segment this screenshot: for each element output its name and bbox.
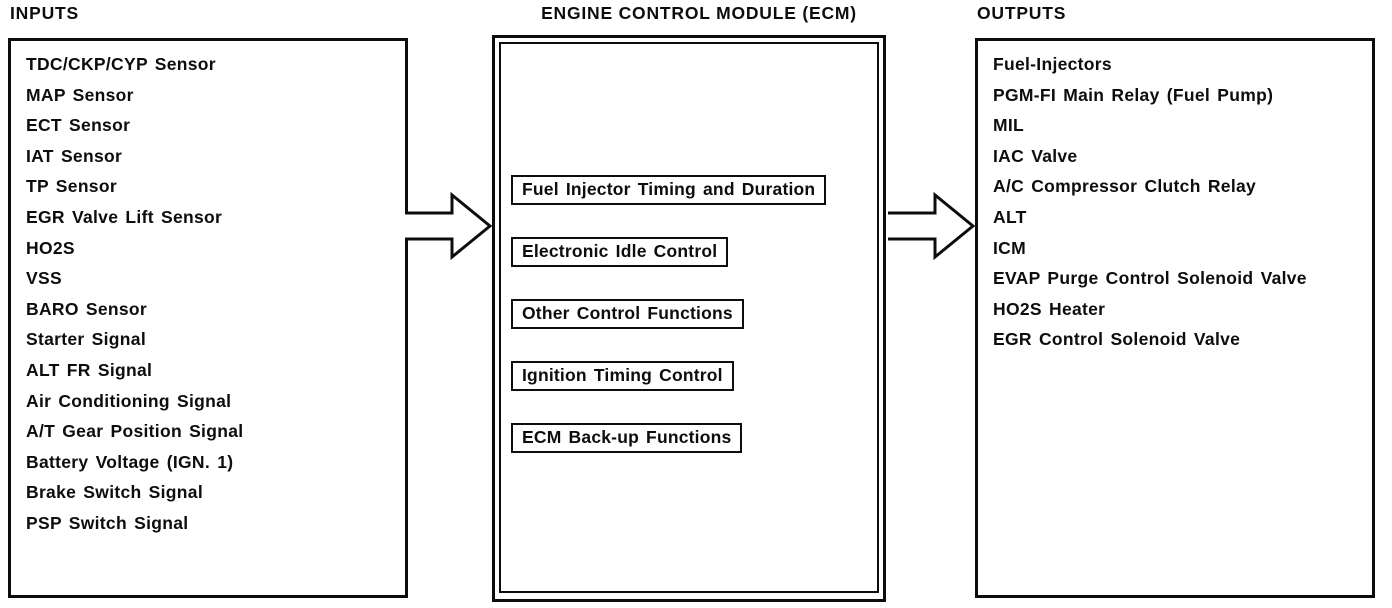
outputs-title: OUTPUTS [977,3,1067,23]
output-item: EVAP Purge Control Solenoid Valve [993,268,1307,289]
output-item: MIL [993,115,1025,136]
output-item: Fuel-Injectors [993,54,1112,74]
ecm-inner-border [499,42,879,593]
input-item: Air Conditioning Signal [26,390,232,411]
input-item: ALT FR Signal [26,359,153,380]
ecm-box: Fuel Injector Timing and Duration Electr… [492,35,886,602]
input-item: Battery Voltage (IGN. 1) [26,451,234,472]
input-item: EGR Valve Lift Sensor [26,206,223,227]
input-item: MAP Sensor [26,84,134,105]
input-item: PSP Switch Signal [26,512,189,533]
output-item: ALT [993,206,1027,227]
ecm-function-box: Ignition Timing Control [511,361,734,391]
inputs-list: TDC/CKP/CYP Sensor MAP Sensor ECT Sensor… [11,41,405,539]
input-item: Brake Switch Signal [26,482,203,503]
inputs-title: INPUTS [10,3,79,23]
ecm-title: ENGINE CONTROL MODULE (ECM) [541,3,857,23]
input-item: TP Sensor [26,176,117,197]
arrow-right-icon [405,192,492,260]
arrow-right-icon [888,192,975,260]
ecm-function-box: Other Control Functions [511,299,744,329]
output-item: HO2S Heater [993,298,1106,319]
ecm-function-box: Electronic Idle Control [511,237,729,267]
input-item: ECT Sensor [26,115,131,136]
input-item: HO2S [26,237,75,258]
input-item: A/T Gear Position Signal [26,421,244,442]
input-item: IAT Sensor [26,145,123,166]
output-item: IAC Valve [993,145,1078,166]
output-item: ICM [993,237,1026,258]
input-item: TDC/CKP/CYP Sensor [26,54,216,74]
outputs-box: Fuel-Injectors PGM-FI Main Relay (Fuel P… [975,38,1375,598]
input-item: VSS [26,268,62,289]
ecm-function-box: ECM Back-up Functions [511,423,743,453]
output-item: A/C Compressor Clutch Relay [993,176,1257,197]
ecm-function-box: Fuel Injector Timing and Duration [511,175,827,205]
inputs-box: TDC/CKP/CYP Sensor MAP Sensor ECT Sensor… [8,38,408,598]
output-item: PGM-FI Main Relay (Fuel Pump) [993,84,1274,105]
ecm-function-list: Fuel Injector Timing and Duration Electr… [511,175,827,453]
input-item: BARO Sensor [26,298,148,319]
output-item: EGR Control Solenoid Valve [993,329,1241,350]
outputs-list: Fuel-Injectors PGM-FI Main Relay (Fuel P… [978,41,1372,355]
input-item: Starter Signal [26,329,146,350]
